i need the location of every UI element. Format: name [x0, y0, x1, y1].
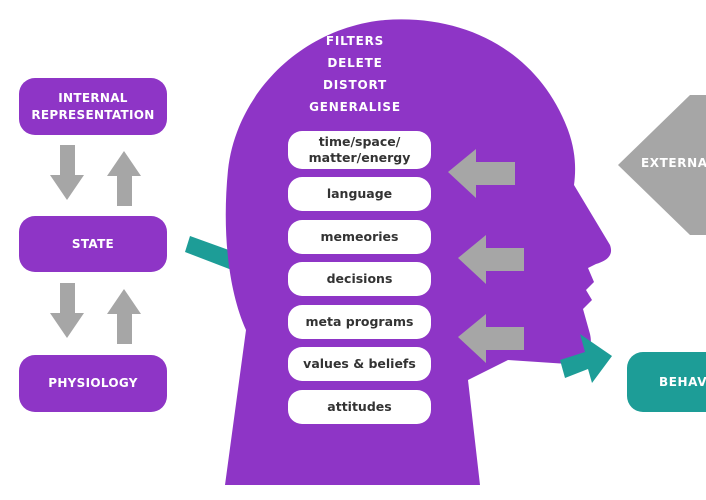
left-arrow-icon: [448, 149, 515, 198]
filter-label: meta programs: [305, 314, 414, 329]
filter-meta-programs: meta programs: [288, 305, 431, 339]
up-arrow-icon: [107, 289, 141, 344]
physiology-label: PHYSIOLOGY: [48, 376, 138, 390]
filter-label: decisions: [326, 271, 393, 286]
delete-title: DELETE: [327, 56, 383, 70]
physiology-box: PHYSIOLOGY: [19, 355, 167, 412]
down-arrow-icon: [50, 283, 84, 338]
state-box: STATE: [19, 216, 167, 272]
state-physiology-arrows: [50, 283, 141, 344]
internal-state-arrows: [50, 145, 141, 206]
filters-heading: FILTERS DELETE DISTORT GENERALISE: [290, 30, 420, 118]
filter-language: language: [288, 177, 431, 211]
filter-label: values & beliefs: [303, 356, 416, 371]
filter-label: language: [326, 186, 393, 201]
external-label-text: EXTERNA: [641, 156, 706, 170]
filters-title: FILTERS: [325, 34, 385, 48]
external-arrow-icon: [618, 95, 706, 235]
behaviour-label: BEHAV: [659, 375, 706, 389]
external-label: EXTERNA: [641, 156, 706, 170]
left-arrow-icon: [458, 314, 524, 363]
left-arrow-icon: [458, 235, 524, 284]
filter-memories: memeories: [288, 220, 431, 254]
distort-title: DISTORT: [323, 78, 387, 92]
filter-attitudes: attitudes: [288, 390, 431, 424]
up-arrow-icon: [107, 151, 141, 206]
internal-representation-line-2: REPRESENTATION: [31, 107, 155, 122]
generalise-title: GENERALISE: [309, 100, 401, 114]
filter-values-beliefs: values & beliefs: [288, 347, 431, 381]
filter-decisions: decisions: [288, 262, 431, 296]
mouth-to-behaviour-arrow: [560, 334, 612, 383]
behaviour-box: BEHAV: [627, 352, 706, 412]
internal-representation-line-1: INTERNAL: [58, 90, 128, 105]
filter-label: memeories: [320, 229, 399, 244]
internal-representation-box: INTERNAL REPRESENTATION: [19, 78, 167, 135]
filter-time-space-matter-energy: time/space/ matter/energy: [288, 131, 431, 169]
state-label: STATE: [71, 236, 115, 251]
filter-label: attitudes: [327, 399, 392, 414]
down-arrow-icon: [50, 145, 84, 200]
filter-label: time/space/ matter/energy: [308, 134, 411, 165]
